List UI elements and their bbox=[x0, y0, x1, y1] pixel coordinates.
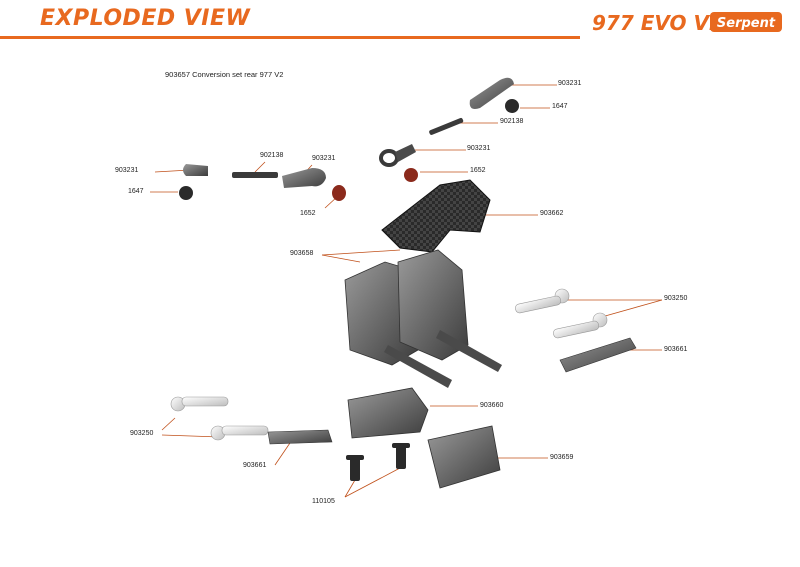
callout-label: 903231 bbox=[312, 155, 336, 162]
callout-label: 903250 bbox=[130, 430, 154, 437]
page-title: EXPLODED VIEW bbox=[40, 6, 251, 31]
callout-label: 903661 bbox=[664, 346, 688, 353]
callout-label: 1652 bbox=[300, 210, 316, 217]
callout-label: 903231 bbox=[558, 80, 582, 87]
kit-subtitle: 903657 Conversion set rear 977 V2 bbox=[165, 70, 284, 79]
callout-label: 1652 bbox=[470, 167, 486, 174]
upright-part bbox=[344, 249, 502, 388]
rod-end-part bbox=[183, 77, 514, 188]
callout-label: 1647 bbox=[128, 188, 144, 195]
callout-label: 903661 bbox=[243, 462, 267, 469]
callout-label: 903231 bbox=[115, 167, 139, 174]
link-plate-part bbox=[267, 337, 637, 445]
callout-label: 903250 bbox=[664, 295, 688, 302]
callout-label: 902138 bbox=[500, 118, 524, 125]
callout-label: 1647 bbox=[552, 103, 568, 110]
turnbuckle-part bbox=[232, 118, 464, 178]
callout-label: 903662 bbox=[540, 210, 564, 217]
header-rule bbox=[0, 36, 580, 39]
callout-label: 110105 bbox=[312, 498, 335, 505]
callout-label: 903660 bbox=[480, 402, 504, 409]
callout-label: 903231 bbox=[467, 145, 491, 152]
screw-part bbox=[346, 443, 410, 481]
ball-stud-part bbox=[170, 288, 608, 441]
mount-block-part bbox=[347, 387, 501, 489]
svg-text:Serpent: Serpent bbox=[717, 16, 776, 31]
callout-label: 903659 bbox=[550, 454, 574, 461]
nut-part bbox=[179, 99, 519, 201]
callout-label: 903658 bbox=[290, 250, 314, 257]
logo-area: 977 EVO VIPER Serpent bbox=[590, 8, 790, 38]
brand-logo: Serpent bbox=[710, 12, 782, 32]
carbon-plate-part bbox=[381, 179, 491, 253]
callout-label: 902138 bbox=[260, 152, 284, 159]
